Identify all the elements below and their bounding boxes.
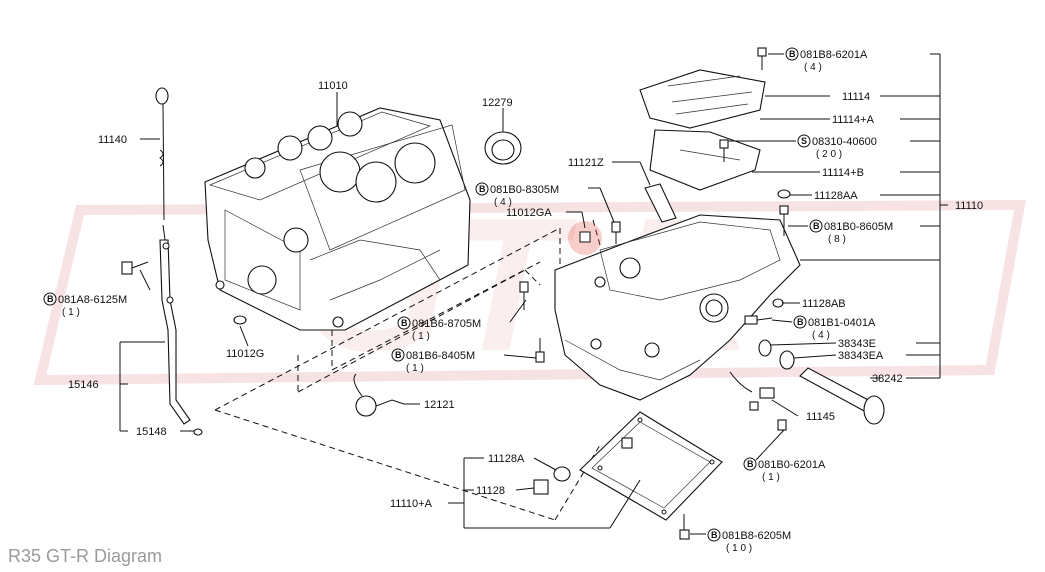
svg-text:B: B (789, 49, 796, 59)
o-ring-38343e[interactable] (758, 339, 772, 357)
label-081b0-8605m: 081B0-8605M (824, 221, 893, 233)
svg-text:( 4 ): ( 4 ) (812, 330, 830, 341)
svg-text:( 1 ): ( 1 ) (406, 363, 424, 374)
label-11121z: 11121Z (568, 157, 604, 169)
bolts-upper[interactable] (519, 47, 791, 363)
label-11128aa: 11128AA (814, 190, 858, 202)
label-15148: 15148 (136, 426, 167, 438)
engine-block[interactable] (204, 107, 471, 331)
plug-11012g[interactable] (233, 315, 247, 325)
label-11010: 11010 (318, 80, 348, 92)
label-081b0-6201a: 081B0-6201A (758, 459, 826, 471)
svg-text:B: B (401, 318, 408, 328)
part-labels: 11010 12279 11140 B 081A8-6125M ( 1 ) 11… (43, 47, 983, 554)
label-11012ga: 11012GA (506, 207, 552, 219)
svg-text:( 4 ): ( 4 ) (804, 62, 822, 73)
label-11114a: 11114+A (832, 114, 875, 126)
sensor-11145[interactable] (729, 371, 775, 411)
svg-text:B: B (47, 294, 54, 304)
dipstick-tube[interactable] (159, 239, 203, 436)
svg-text:( 1 ): ( 1 ) (412, 331, 430, 342)
label-38343ea: 38343EA (838, 350, 884, 362)
svg-text:B: B (813, 221, 820, 231)
leader-lines (119, 53, 948, 535)
bolt-081b0-6201a[interactable] (777, 419, 787, 431)
label-11128ab: 11128AB (802, 298, 846, 310)
drain-plug-11128[interactable] (533, 479, 549, 495)
tube-38242[interactable] (799, 367, 885, 425)
bolt-081a8[interactable] (121, 261, 149, 275)
label-081b0-8305m: 081B0-8305M (490, 184, 559, 196)
bolt-081b8-6205m[interactable] (679, 514, 690, 540)
svg-text:B: B (797, 317, 804, 327)
svg-text:( 1 ): ( 1 ) (762, 472, 780, 483)
label-081a8-6125m: 081A8-6125M (58, 294, 127, 306)
label-11114: 11114 (842, 91, 870, 103)
label-11110a: 11110+A (390, 498, 433, 510)
label-38242: 38242 (872, 373, 903, 385)
label-11110: 11110 (955, 200, 983, 212)
svg-text:( 1 0 ): ( 1 0 ) (726, 543, 752, 554)
label-081b6-8705m: 081B6-8705M (412, 318, 481, 330)
dipstick[interactable] (155, 87, 169, 241)
rear-oil-seal[interactable] (484, 108, 522, 165)
o-ring-38343ea[interactable] (779, 350, 795, 370)
svg-text:( 4 ): ( 4 ) (494, 197, 512, 208)
sensor-12121[interactable] (353, 373, 405, 417)
label-38343e: 38343E (838, 338, 876, 350)
label-081b8-6201a: 081B8-6201A (800, 49, 868, 61)
upper-oil-pan[interactable] (554, 214, 801, 401)
label-11140: 11140 (98, 134, 127, 146)
label-12279: 12279 (482, 97, 513, 109)
oil-strainer-tube[interactable] (644, 183, 677, 223)
label-11128: 11128 (476, 485, 505, 497)
label-08310-40600: 08310-40600 (812, 136, 877, 148)
diagram-caption: R35 GT-R Diagram (8, 546, 163, 566)
svg-text:( 1 ): ( 1 ) (62, 307, 80, 318)
label-11012g: 11012G (226, 348, 264, 360)
label-11128a: 11128A (488, 453, 525, 465)
svg-text:B: B (711, 530, 718, 540)
svg-text:( 2 0 ): ( 2 0 ) (816, 149, 842, 160)
plug-11012ga-highlight[interactable] (568, 221, 602, 255)
label-081b8-6205m: 081B8-6205M (722, 530, 791, 542)
label-11145: 11145 (806, 411, 835, 423)
label-12121: 12121 (424, 399, 455, 411)
svg-text:S: S (801, 136, 807, 146)
svg-text:B: B (747, 459, 754, 469)
bolt-symbol (43, 292, 57, 306)
svg-text:( 8 ): ( 8 ) (828, 234, 846, 245)
lower-oil-pan[interactable] (579, 411, 723, 521)
label-081b6-8405m: 081B6-8405M (406, 350, 475, 362)
svg-text:B: B (479, 184, 486, 194)
svg-text:B: B (395, 350, 402, 360)
baffle-plate[interactable] (639, 69, 766, 191)
washer-11128a[interactable] (553, 466, 571, 482)
label-15146: 15146 (68, 379, 99, 391)
label-11114b: 11114+B (822, 167, 864, 179)
label-081b1-0401a: 081B1-0401A (808, 317, 876, 329)
